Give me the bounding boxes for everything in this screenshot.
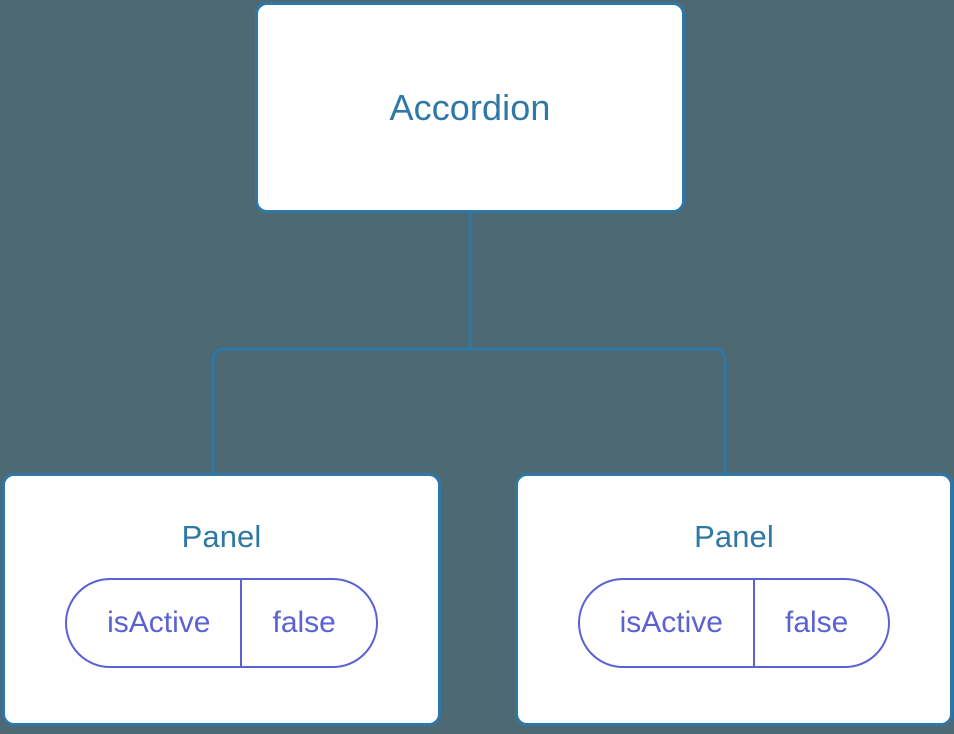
node-panel-1[interactable]: Panel isActive false (2, 473, 441, 726)
prop-value: false (272, 606, 336, 639)
node-panel-2[interactable]: Panel isActive false (515, 473, 953, 726)
prop-key: isActive (580, 580, 755, 666)
prop-pill[interactable]: isActive false (577, 578, 891, 668)
prop-key: isActive (67, 580, 243, 666)
node-title: Accordion (389, 86, 551, 128)
connector-branch-left (211, 347, 470, 474)
node-title: Panel (694, 519, 774, 554)
prop-pill[interactable]: isActive false (65, 578, 378, 668)
connector-branch-right (470, 347, 727, 474)
node-title: Panel (181, 519, 262, 554)
node-accordion[interactable]: Accordion (255, 2, 685, 213)
prop-value: false (784, 606, 849, 639)
